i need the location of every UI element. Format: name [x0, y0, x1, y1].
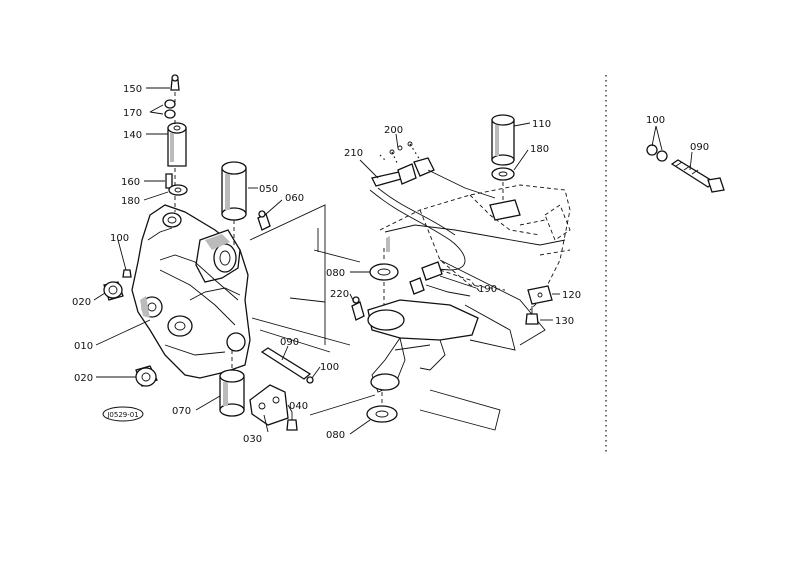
label-100-right: 100: [646, 115, 665, 126]
grease-fitting-220[interactable]: [351, 296, 365, 321]
label-120: 120: [562, 290, 581, 301]
label-100-mid: 100: [320, 362, 339, 373]
bolt-040[interactable]: [286, 412, 298, 431]
swing-arm: [367, 299, 479, 393]
grease-fitting-150[interactable]: [170, 74, 180, 91]
label-020-upper: 020: [72, 297, 91, 308]
grease-fitting-100-right[interactable]: [646, 144, 668, 162]
bracket-120[interactable]: [527, 285, 553, 305]
label-130: 130: [555, 316, 574, 327]
washer-180-left[interactable]: [168, 184, 188, 196]
nut-170[interactable]: [164, 99, 176, 119]
label-080-upper: 080: [326, 268, 345, 279]
washer-080-lower[interactable]: [366, 405, 398, 423]
label-160: 160: [121, 177, 140, 188]
label-080-lower: 080: [326, 430, 345, 441]
washer-080-upper[interactable]: [369, 263, 399, 281]
pin-140[interactable]: [167, 122, 187, 167]
label-140: 140: [123, 130, 142, 141]
label-090-left: 090: [280, 337, 299, 348]
pin-160[interactable]: [165, 173, 173, 189]
label-100-left: 100: [110, 233, 129, 244]
label-150: 150: [123, 84, 142, 95]
swing-bracket-010[interactable]: [131, 204, 251, 379]
label-210: 210: [344, 148, 363, 159]
label-190: 190: [478, 284, 497, 295]
label-040: 040: [289, 401, 308, 412]
label-070: 070: [172, 406, 191, 417]
bushing-020-lower[interactable]: [135, 365, 158, 387]
label-220: 220: [330, 289, 349, 300]
label-200: 200: [384, 125, 403, 136]
stamp-badge: J0529-01: [102, 406, 144, 422]
label-050: 050: [259, 184, 278, 195]
label-170: 170: [123, 108, 142, 119]
pin-070[interactable]: [219, 369, 245, 417]
leader-lines: [93, 87, 693, 435]
bolt-090-right[interactable]: [670, 159, 725, 193]
grease-fitting-060[interactable]: [257, 210, 271, 231]
grease-fitting-100-left[interactable]: [122, 269, 132, 278]
rod-090-left[interactable]: [260, 347, 314, 384]
washer-180-right[interactable]: [491, 167, 515, 181]
pin-110[interactable]: [491, 114, 515, 166]
hydraulic-fitting-190[interactable]: [409, 261, 481, 297]
pin-050[interactable]: [221, 161, 247, 221]
label-180-left: 180: [121, 196, 140, 207]
bushing-020-upper[interactable]: [103, 281, 124, 301]
plate-030[interactable]: [249, 384, 289, 426]
bolt-130[interactable]: [525, 306, 539, 325]
label-020-lower: 020: [74, 373, 93, 384]
label-060: 060: [285, 193, 304, 204]
label-180-right: 180: [530, 144, 549, 155]
fittings-200[interactable]: [379, 141, 496, 199]
label-110: 110: [532, 119, 551, 130]
stamp-text: J0529-01: [106, 411, 138, 419]
label-030: 030: [243, 434, 262, 445]
label-090-right: 090: [690, 142, 709, 153]
label-010: 010: [74, 341, 93, 352]
